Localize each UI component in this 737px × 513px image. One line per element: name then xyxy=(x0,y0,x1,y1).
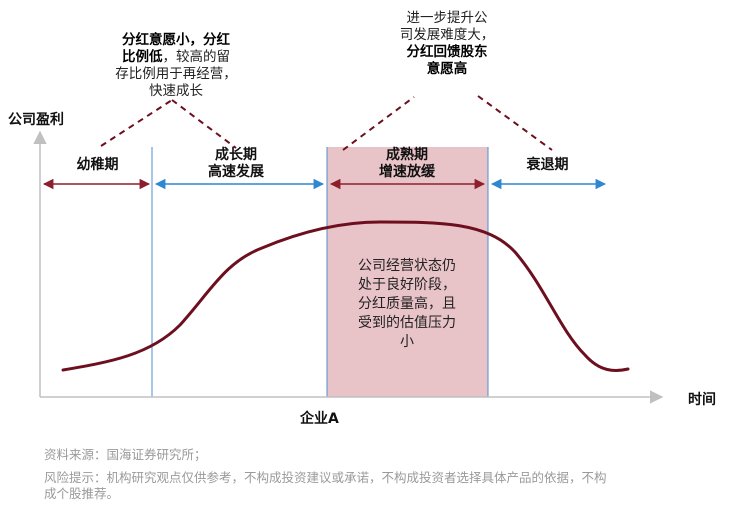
source-note: 资料来源：国海证券研究所； xyxy=(44,447,207,462)
growth-note: 分红意愿小，分红 比例低，较高的留 存比例用于再经营， 快速成长 xyxy=(92,32,260,100)
growth-note-bold: 分红意愿小，分红 比例低 xyxy=(122,32,230,65)
mature-pointer-left xyxy=(342,96,415,151)
growth-pointer-right xyxy=(171,99,237,149)
profit-curve xyxy=(61,220,630,372)
mature-note-normal: 进一步提升公 司发展难度大， xyxy=(399,10,495,43)
x-axis-label: 时间 xyxy=(688,392,716,408)
growth-note-normal: ，较高的留 存比例用于再经营， 快速成长 xyxy=(115,49,237,99)
mature-note: 进一步提升公 司发展难度大， 分红回馈股东 意愿高 xyxy=(388,10,506,78)
company-label: 企业A xyxy=(300,411,339,427)
growth-pointer-left xyxy=(100,99,173,147)
y-axis-label: 公司盈利 xyxy=(8,112,64,128)
phase-decline-label: 衰退期 xyxy=(526,157,569,173)
phase-growth-label: 成长期 高速发展 xyxy=(208,147,264,180)
mature-inner-note: 公司经营状态仍 处于良好阶段， 分红质量高，且 受到的估值压力 小 xyxy=(358,258,456,350)
mature-note-bold: 分红回馈股东 意愿高 xyxy=(406,44,488,77)
phase-infancy-label: 幼稚期 xyxy=(76,157,119,173)
risk-note: 风险提示：机构研究观点仅供参考，不构成投资建议或承诺，不构成投资者选择具体产品的… xyxy=(44,470,607,501)
phase-mature-label: 成熟期 增速放缓 xyxy=(379,147,435,180)
mature-pointer-right xyxy=(477,95,553,151)
